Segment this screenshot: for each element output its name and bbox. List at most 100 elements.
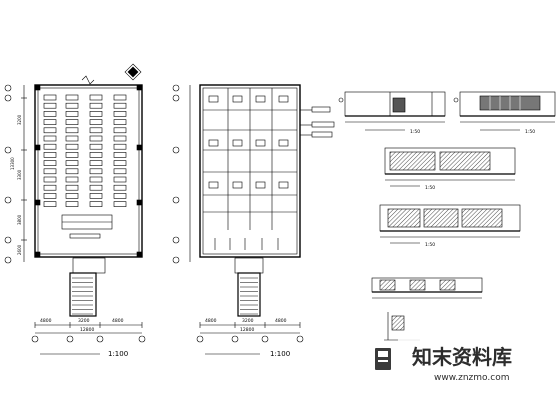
elev-scale: 1:50 [425, 242, 435, 248]
desk [65, 127, 79, 134]
desk [89, 176, 103, 183]
desk [113, 176, 127, 183]
watermark-logo-icon [375, 348, 391, 370]
axis-bubbles-left-2 [172, 84, 180, 264]
light-fixture [232, 181, 243, 189]
light-fixture [232, 95, 243, 103]
desk [65, 176, 79, 183]
desk [113, 94, 127, 101]
desk [89, 135, 103, 142]
desk [89, 168, 103, 175]
elev-scale: 1:50 [525, 129, 535, 135]
light-fixture [278, 181, 289, 189]
dim-text: 3200 [17, 114, 22, 125]
light-fixture [208, 181, 219, 189]
desk [113, 111, 127, 117]
desk [65, 193, 79, 199]
desk [65, 111, 79, 117]
light-fixture [278, 95, 289, 103]
watermark-title: 知末资料库 [412, 345, 512, 369]
desk [65, 184, 79, 191]
dim-text: 4800 [112, 318, 124, 324]
desk [89, 127, 103, 134]
axis-bubbles-left-1 [4, 84, 12, 264]
desk [43, 143, 57, 150]
desk [65, 152, 79, 158]
plan-2-ceiling [172, 84, 335, 355]
elevation-d [379, 204, 521, 244]
desk [65, 94, 79, 101]
desk [43, 127, 57, 134]
dim-text: 4800 [205, 318, 217, 324]
desk [113, 160, 127, 166]
desk [65, 160, 79, 166]
desk [43, 102, 57, 109]
desk [43, 201, 57, 207]
light-fixture [255, 95, 266, 103]
desk [89, 119, 103, 125]
desk [43, 111, 57, 117]
desk [43, 184, 57, 191]
desk [43, 135, 57, 142]
desk [113, 127, 127, 134]
dim-text: 12800 [80, 327, 94, 333]
desk [89, 160, 103, 166]
desk [43, 152, 57, 158]
light-fixture [208, 139, 219, 147]
desk [65, 119, 79, 125]
light-fixture [255, 181, 266, 189]
plan2-scale: 1:100 [270, 350, 290, 358]
desk [65, 168, 79, 175]
desk [113, 135, 127, 142]
desk [113, 119, 127, 125]
light-fixture [278, 139, 289, 147]
watermark: 知末资料库 www.znzmo.com [375, 338, 558, 383]
elev-scale: 1:50 [410, 129, 420, 135]
dim-text: 3300 [17, 169, 22, 180]
plan-1-furniture [4, 75, 146, 355]
desk [89, 201, 103, 207]
desk [89, 184, 103, 191]
desk [65, 102, 79, 109]
desk [65, 201, 79, 207]
elevation-b [453, 91, 556, 131]
dim-text: 2600 [17, 244, 22, 255]
desk [89, 143, 103, 150]
desk [113, 193, 127, 199]
dim-text: 12800 [240, 327, 254, 333]
desk [43, 193, 57, 199]
light-fixture [208, 95, 219, 103]
desk [43, 168, 57, 175]
ceiling-grid [203, 88, 297, 230]
elevation-a [338, 91, 446, 131]
desk [43, 94, 57, 101]
desk [65, 143, 79, 150]
north-arrow-icon [124, 63, 142, 81]
desk [43, 119, 57, 125]
dim-text: 3200 [78, 318, 90, 324]
desk-grid-1 [43, 94, 127, 207]
desk [89, 102, 103, 109]
dim-text: 3200 [242, 318, 254, 324]
desk [43, 160, 57, 166]
elev-scale: 1:50 [425, 185, 435, 191]
elevation-c [384, 147, 516, 187]
dim-text: 13300 [10, 157, 15, 170]
desk [65, 135, 79, 142]
desk [113, 143, 127, 150]
desk [113, 168, 127, 175]
desk [113, 201, 127, 207]
desk [89, 152, 103, 158]
watermark-url: www.znzmo.com [434, 373, 509, 383]
dim-text: 4800 [275, 318, 287, 324]
desk [113, 152, 127, 158]
desk [113, 102, 127, 109]
plan1-scale: 1:100 [108, 350, 128, 358]
desk [89, 193, 103, 199]
desk [43, 176, 57, 183]
section-detail [371, 277, 483, 341]
dim-text: 4800 [40, 318, 52, 324]
desk [89, 94, 103, 101]
